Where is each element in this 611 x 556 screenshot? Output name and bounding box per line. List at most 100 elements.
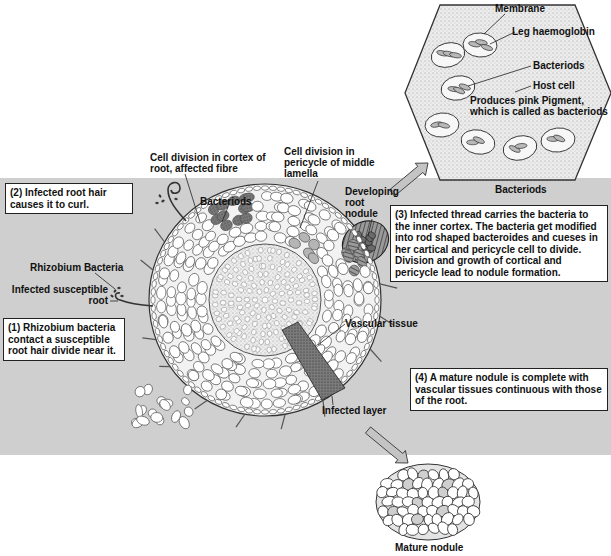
stele-cell bbox=[274, 283, 281, 290]
epidermis-cell bbox=[292, 189, 300, 195]
epidermis-cell bbox=[151, 312, 156, 320]
cortex-cell bbox=[344, 351, 358, 366]
stele-cell bbox=[232, 281, 239, 288]
stele-cell bbox=[281, 313, 288, 320]
leader-line bbox=[222, 207, 228, 222]
part-label: Bacteriods bbox=[495, 184, 547, 195]
epidermis-cell bbox=[187, 211, 195, 219]
stele-cell bbox=[276, 249, 282, 256]
stele-cell bbox=[212, 289, 218, 294]
cortex-cell bbox=[169, 269, 180, 283]
stele-cell bbox=[233, 315, 240, 322]
epidermis-cell bbox=[222, 402, 230, 409]
stele-cell bbox=[270, 248, 275, 254]
epidermis-cell bbox=[360, 242, 367, 250]
stele-cell bbox=[228, 301, 234, 306]
epidermis-cell bbox=[285, 188, 293, 194]
nodule-cell bbox=[410, 513, 424, 526]
nodule-cell bbox=[446, 522, 459, 536]
epidermis-cell bbox=[292, 404, 300, 410]
stele-cell bbox=[302, 309, 309, 315]
epidermis-cell bbox=[351, 363, 359, 371]
background-panel bbox=[0, 178, 611, 455]
stele-cell bbox=[291, 266, 298, 273]
cortex-cell bbox=[268, 221, 281, 233]
cortex-cell bbox=[356, 330, 369, 344]
stele-cell bbox=[226, 320, 233, 327]
cortex-cell bbox=[280, 192, 294, 204]
epidermis-cell bbox=[229, 404, 237, 410]
stele-cell bbox=[264, 271, 269, 277]
root-hair bbox=[370, 349, 381, 362]
cortex-cell bbox=[334, 329, 347, 343]
cortex-cell bbox=[187, 305, 198, 319]
bacteroid bbox=[472, 135, 485, 144]
epidermis-cell bbox=[207, 395, 215, 402]
stele-cell bbox=[251, 346, 257, 352]
stele-cell bbox=[217, 274, 224, 281]
stele-cell bbox=[224, 263, 231, 270]
stele-cell bbox=[228, 293, 234, 298]
stele-cell bbox=[258, 247, 263, 253]
epidermis-cell bbox=[355, 356, 363, 364]
nodule-cell bbox=[406, 524, 420, 536]
stele-cell bbox=[252, 320, 258, 327]
epidermis-cell bbox=[167, 356, 175, 364]
epidermis-cell bbox=[261, 186, 268, 190]
leader-line bbox=[110, 301, 118, 302]
stele-cell bbox=[233, 327, 240, 334]
rhizobium-bacterium bbox=[155, 202, 158, 204]
cortex-cell bbox=[285, 224, 301, 238]
cortex-cell bbox=[234, 385, 248, 397]
cortex-cell bbox=[199, 379, 214, 393]
stele-cell bbox=[244, 316, 251, 323]
cortex-cell bbox=[215, 232, 230, 247]
cortex-cell bbox=[186, 288, 196, 300]
stele-cell bbox=[237, 304, 244, 310]
stele-cell bbox=[303, 288, 309, 294]
part-label: Cell division in cortex of root, affecte… bbox=[150, 152, 282, 174]
infected-root-hair bbox=[116, 293, 154, 306]
stele-cell bbox=[311, 305, 317, 310]
leader-line bbox=[490, 32, 515, 44]
stele-cell bbox=[244, 250, 250, 257]
cortex-cell bbox=[255, 221, 267, 231]
stele-cell bbox=[256, 255, 261, 261]
stele-cell bbox=[282, 342, 288, 349]
stele-cell bbox=[312, 297, 318, 302]
stele-cell bbox=[273, 329, 279, 336]
epidermis-cell bbox=[373, 280, 378, 288]
cortex-cell bbox=[359, 265, 372, 279]
stele-cell bbox=[253, 302, 260, 309]
rhizobium-bacterium bbox=[120, 295, 123, 297]
sloughed-cell bbox=[183, 385, 192, 396]
sloughed-cell bbox=[180, 396, 191, 407]
cortex-cell bbox=[343, 332, 357, 347]
epidermis-cell bbox=[334, 211, 342, 219]
epidermis-cell bbox=[367, 257, 374, 265]
sloughed-cell bbox=[133, 385, 147, 399]
stele-cell bbox=[295, 290, 301, 296]
vascular-tissue bbox=[282, 322, 345, 400]
epidermis-cell bbox=[269, 409, 276, 414]
part-label: Mature nodule bbox=[395, 542, 463, 553]
stele-cell bbox=[276, 266, 283, 273]
stele-cell bbox=[261, 263, 266, 269]
stele-cell bbox=[273, 320, 280, 327]
leader-line bbox=[332, 396, 333, 405]
cortex-cell bbox=[204, 229, 218, 243]
epidermis-cell bbox=[374, 288, 379, 295]
stele-cell bbox=[304, 292, 310, 297]
cortex-cell bbox=[158, 314, 169, 328]
sloughed-cell bbox=[150, 412, 163, 423]
stele-cell bbox=[288, 298, 294, 303]
epidermis-cell bbox=[153, 272, 159, 280]
epidermis-cell bbox=[307, 398, 315, 405]
cortex-cell bbox=[343, 284, 354, 297]
step-box: (4) A mature nodule is complete with vas… bbox=[410, 368, 608, 411]
cortex-cell bbox=[333, 284, 343, 297]
stele-cell bbox=[289, 276, 296, 283]
epidermis-cell bbox=[261, 410, 268, 414]
block-arrow bbox=[365, 427, 408, 463]
epidermis-cell bbox=[171, 363, 179, 371]
